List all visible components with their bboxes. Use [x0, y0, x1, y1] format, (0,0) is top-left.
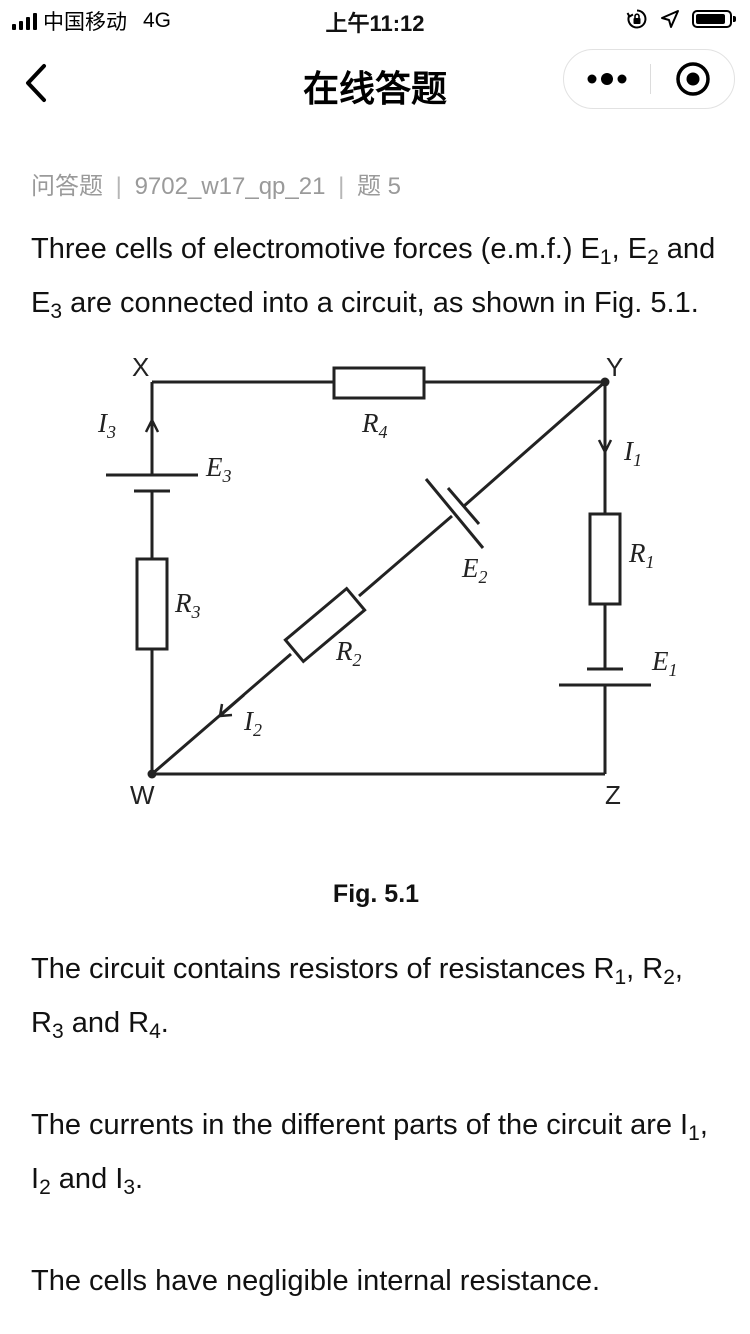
cells-paragraph: The cells have negligible internal resis…: [31, 1265, 601, 1297]
capsule-divider: [650, 64, 651, 94]
label-r3: R3: [174, 588, 201, 622]
node-label-z: Z: [605, 780, 621, 810]
question-intro: Three cells of electromotive forces (e.m…: [31, 233, 716, 323]
target-circle-icon: [676, 62, 710, 96]
resistor-r2: [283, 586, 367, 664]
close-button[interactable]: [651, 50, 735, 108]
label-r2: R2: [335, 636, 362, 670]
carrier-name: 中国移动: [43, 11, 127, 34]
rotation-lock-icon: [626, 9, 647, 29]
nav-bar: 在线答题: [0, 40, 750, 126]
node-label-y: Y: [606, 352, 623, 382]
signal-bars-icon: [12, 12, 37, 30]
resistors-paragraph: The circuit contains resistors of resist…: [31, 953, 683, 1043]
battery-icon: [692, 10, 736, 28]
network-type: 4G: [143, 9, 172, 32]
breadcrumb-separator: |: [115, 173, 122, 200]
label-i1: I1: [623, 436, 642, 470]
breadcrumb: 问答题 | 9702_w17_qp_21 | 题 5: [31, 166, 721, 208]
question-type: 问答题: [31, 173, 103, 200]
currents-paragraph: The currents in the different parts of t…: [31, 1109, 708, 1199]
more-dots-icon: [587, 73, 627, 85]
label-e1: E1: [651, 646, 678, 680]
figure-caption: Fig. 5.1: [332, 880, 420, 908]
back-button[interactable]: [18, 60, 54, 106]
label-i2: I2: [243, 706, 262, 740]
question-number: 题 5: [357, 173, 402, 200]
circuit-figure: X Y W Z I3 E3 R3 R4 I1 R1 E1 E2 R2 I2: [94, 352, 694, 852]
chevron-left-icon: [26, 64, 46, 102]
question-content: 问答题 | 9702_w17_qp_21 | 题 5 Three cells o…: [31, 166, 721, 1308]
node-label-w: W: [130, 780, 155, 810]
label-r4: R4: [361, 408, 388, 442]
label-e3: E3: [205, 452, 232, 486]
circuit-wires: [106, 366, 651, 776]
breadcrumb-separator: |: [338, 173, 345, 200]
status-left: 中国移动 4G: [12, 6, 171, 36]
label-i3: I3: [97, 408, 116, 442]
status-bar: 中国移动 4G 上午11:12: [0, 0, 750, 40]
page-title: 在线答题: [302, 68, 447, 109]
status-time: 上午11:12: [325, 11, 425, 36]
label-e2: E2: [461, 553, 488, 587]
circuit-diagram: X Y W Z I3 E3 R3 R4 I1 R1 E1 E2 R2 I2: [97, 352, 678, 810]
node-label-x: X: [132, 352, 149, 382]
mini-program-capsule: [563, 49, 735, 109]
location-arrow-icon: [661, 10, 679, 28]
paper-code: 9702_w17_qp_21: [134, 173, 326, 200]
more-button[interactable]: [564, 50, 650, 108]
label-r1: R1: [628, 538, 655, 572]
status-right: [626, 8, 736, 30]
